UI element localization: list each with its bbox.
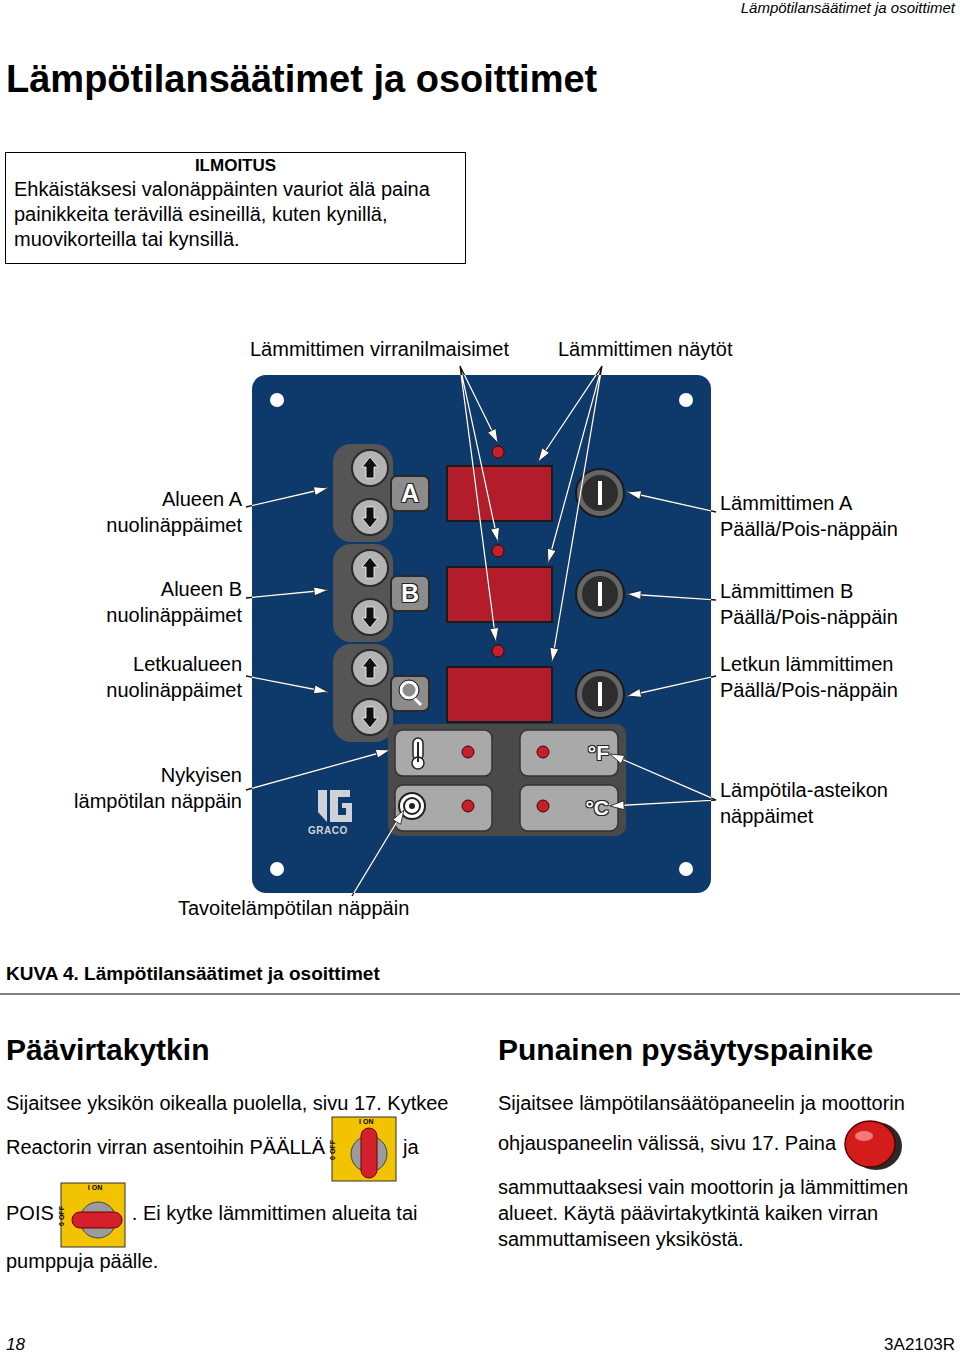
- section-heading: Päävirtakytkin: [6, 1033, 209, 1067]
- figure-caption: KUVA 4. Lämpötilansäätimet ja osoittimet: [6, 963, 380, 985]
- switch-icon: I ON 0 OFF: [331, 1116, 397, 1182]
- callout-label: Lämmittimen virranilmaisimet: [250, 338, 509, 361]
- panel-key: °F: [520, 730, 618, 776]
- callout-label: Tavoitelämpötilan näppäin: [178, 897, 409, 920]
- notice-body: Ehkäistäksesi valonäppäinten vauriot älä…: [14, 177, 457, 252]
- hose-icon-outline: [399, 680, 419, 700]
- key-label: °F: [520, 730, 618, 776]
- switch-marking: I ON: [88, 1184, 102, 1192]
- switch-marking: 0 OFF: [329, 1140, 337, 1160]
- control-panel: [252, 375, 711, 893]
- graco-logo: [318, 790, 352, 822]
- paragraph: Sijaitsee yksikön oikealla puolella, siv…: [6, 1090, 456, 1274]
- switch-drawing: [331, 1116, 397, 1182]
- stop-button-drawing: [842, 1116, 904, 1174]
- control-panel: GRACO A B °F °C: [252, 375, 711, 893]
- bottom-keys: [388, 724, 626, 836]
- leader-arrowheads: [313, 428, 641, 824]
- page-number: 18: [6, 1335, 25, 1355]
- callout-label: Letkualueen nuolinäppäimet: [70, 651, 242, 703]
- callout-label: Lämmittimen näytöt: [558, 338, 733, 361]
- callout-label: Lämmittimen B Päällä/Pois-näppäin: [720, 578, 935, 630]
- stop-button-icon: [842, 1116, 904, 1174]
- callout-label: Alueen B nuolinäppäimet: [70, 576, 242, 628]
- running-header: Lämpötilansäätimet ja osoittimet: [741, 0, 955, 16]
- key-label: °C: [520, 785, 618, 831]
- page-title: Lämpötilansäätimet ja osoittimet: [6, 58, 597, 101]
- body-text: Sijaitsee lämpötilansäätöpaneelin ja moo…: [498, 1092, 905, 1154]
- panel-key: A: [391, 476, 429, 511]
- callout-label: Lämpötila-asteikon näppäimet: [720, 777, 935, 829]
- panel-key: °C: [520, 785, 618, 831]
- leader-lines: [246, 366, 716, 896]
- switch-drawing: [60, 1182, 126, 1248]
- notice-box: ILMOITUSEhkäistäksesi valonäppäinten vau…: [5, 152, 466, 264]
- notice-heading: ILMOITUS: [14, 155, 457, 177]
- leader-lines-on-panel: [252, 375, 711, 893]
- caption-rule: [0, 993, 960, 994]
- callout-label: Letkun lämmittimen Päällä/Pois-näppäin: [720, 651, 935, 703]
- logo-text: GRACO: [308, 825, 348, 836]
- document-number: 3A2103R: [884, 1335, 955, 1355]
- switch-marking: I ON: [359, 1118, 373, 1126]
- on-off-buttons: [576, 469, 624, 718]
- heater-displays: [447, 466, 552, 722]
- body-text: sammuttaaksesi vain moottorin ja lämmitt…: [498, 1176, 908, 1250]
- panel-key: B: [391, 576, 429, 611]
- key-label: A: [391, 476, 429, 511]
- key-label: B: [391, 576, 429, 611]
- callout-label: Nykyisen lämpötilan näppäin: [70, 762, 242, 814]
- paragraph: Sijaitsee lämpötilansäätöpaneelin ja moo…: [498, 1090, 956, 1252]
- switch-icon: I ON 0 OFF: [60, 1182, 126, 1248]
- switch-marking: 0 OFF: [58, 1206, 66, 1226]
- callout-label: Lämmittimen A Päällä/Pois-näppäin: [720, 490, 935, 542]
- arrow-keys: [333, 444, 393, 742]
- section-heading: Punainen pysäytyspainike: [498, 1033, 873, 1067]
- zone-keys: [391, 476, 429, 711]
- callout-label: Alueen A nuolinäppäimet: [70, 486, 242, 538]
